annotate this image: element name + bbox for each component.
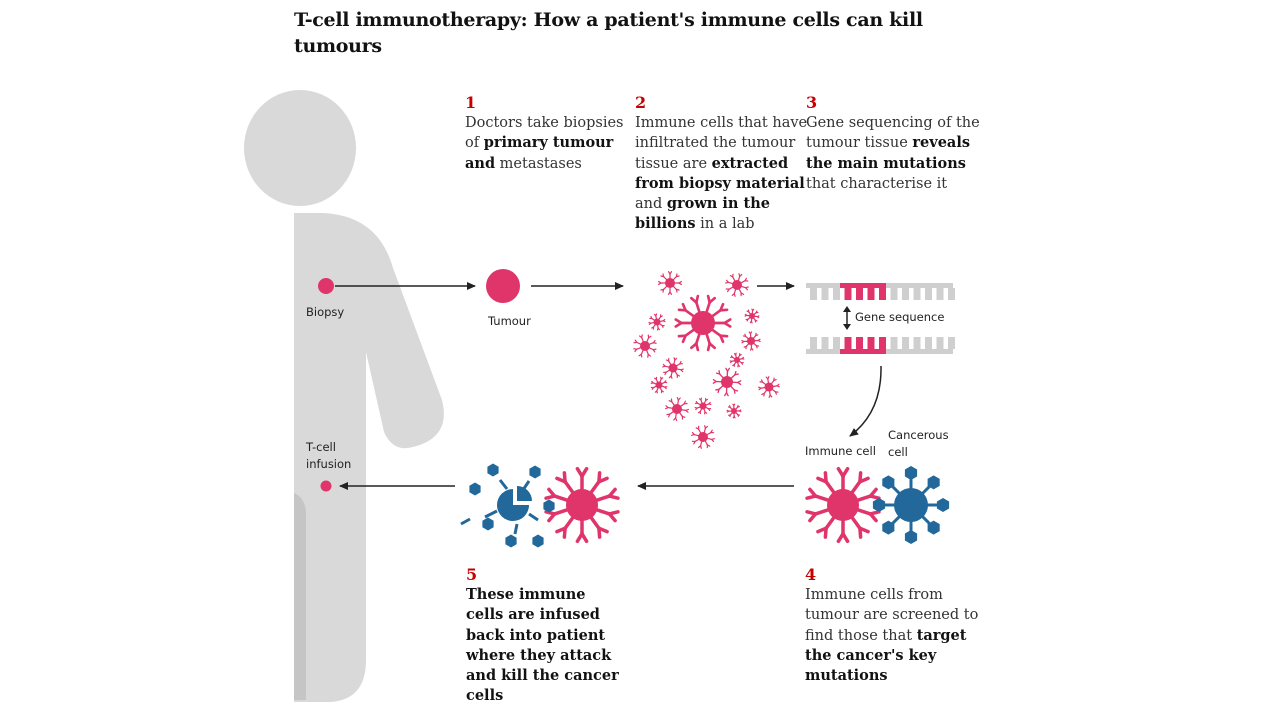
cancer-fragment-spike — [484, 509, 498, 519]
step-text-segment: metastases — [495, 155, 582, 172]
step-text-segment: target the cancer's key mutations — [805, 626, 967, 685]
small-immune-cell — [725, 273, 749, 297]
step-3-number: 3 — [806, 93, 818, 112]
small-immune-cell — [664, 396, 690, 422]
dna-strand — [806, 283, 955, 300]
step-2-number: 2 — [635, 93, 647, 112]
cancer-fragment — [482, 517, 494, 531]
cancer-fragment-spike — [528, 512, 539, 522]
gene-sequence-double-arrow — [843, 306, 851, 330]
step-2-text: Immune cells that have infiltrated the t… — [635, 113, 810, 235]
cancer-fragment — [505, 534, 517, 548]
immune-cell-screening — [805, 466, 881, 544]
diagram-title: T-cell immunotherapy: How a patient's im… — [294, 9, 923, 57]
label-biopsy: Biopsy — [306, 305, 345, 319]
small-immune-cell — [729, 352, 745, 368]
step-text-segment: that characterise it — [806, 175, 948, 192]
label-immune-cell: Immune cell — [805, 444, 876, 458]
step-text-segment: Immune cells that have infiltrated the t… — [635, 115, 808, 172]
step-4-text: Immune cells from tumour are screened to… — [805, 585, 980, 686]
step-1-number: 1 — [465, 93, 477, 112]
small-immune-cell — [758, 376, 780, 398]
step-text-segment: Doctors take biopsies of — [465, 115, 624, 152]
step-5: 5 These immune cells are infused back in… — [466, 565, 626, 707]
attack-cells — [460, 463, 620, 548]
step-text-segment: and — [635, 196, 667, 213]
step-text-segment: primary tumour and — [465, 134, 614, 172]
small-immune-cell — [658, 271, 682, 295]
dna-strand — [806, 337, 955, 354]
step-1: 1 Doctors take biopsies of primary tumou… — [465, 93, 640, 174]
step-text-segment: in a lab — [695, 216, 755, 233]
label-gene-sequence: Gene sequence — [855, 310, 945, 324]
tcell-infusion-dot — [320, 480, 332, 492]
small-immune-cell — [650, 376, 668, 394]
tumour-cell — [486, 269, 520, 303]
small-immune-cell — [633, 334, 657, 358]
cancer-fragment-spike — [521, 480, 531, 491]
screening-cells — [805, 466, 950, 544]
step-text-segment: Gene sequencing of the tumour tissue — [806, 115, 980, 152]
step-5-number: 5 — [466, 565, 478, 584]
cancer-fragment-spike — [498, 479, 509, 490]
cancer-fragment — [487, 463, 499, 477]
cancer-fragment-spike — [460, 517, 471, 526]
label-tcell-infusion: T-cell infusion — [306, 440, 352, 471]
step-2: 2 Immune cells that have infiltrated the… — [635, 93, 810, 235]
cancer-cell-broken — [497, 486, 532, 521]
step-text-segment: extracted from biopsy material — [635, 154, 805, 192]
small-immune-cell — [694, 397, 712, 415]
small-immune-cell — [726, 403, 742, 419]
step-3-text: Gene sequencing of the tumour tissue rev… — [806, 113, 981, 194]
large-immune-cell — [674, 294, 732, 352]
arrow-sequence-to-screening — [849, 365, 882, 437]
small-immune-cell — [712, 367, 742, 397]
cancer-fragment — [543, 499, 555, 513]
cancer-fragment-spike — [513, 523, 519, 535]
small-immune-cell — [744, 308, 760, 324]
gene-sequence-strands — [806, 283, 955, 354]
step-3: 3 Gene sequencing of the tumour tissue r… — [806, 93, 981, 194]
step-text-segment: reveals the main mutations — [806, 134, 970, 172]
cancer-fragment — [529, 465, 541, 479]
immune-cell-attacking — [544, 466, 620, 544]
step-text-segment: These immune cells are infused back into… — [466, 586, 619, 705]
label-cancerous-cell: Cancerous cell — [888, 428, 949, 459]
small-immune-cell — [662, 357, 684, 379]
step-text-segment: Immune cells from tumour are screened to… — [805, 587, 979, 644]
step-4-number: 4 — [805, 565, 817, 584]
step-4: 4 Immune cells from tumour are screened … — [805, 565, 980, 686]
small-immune-cell — [741, 331, 761, 351]
patient-silhouette — [244, 90, 444, 702]
cancer-fragment — [469, 482, 481, 496]
small-immune-cell — [648, 313, 666, 331]
immune-cell-cluster — [633, 271, 780, 449]
step-5-text: These immune cells are infused back into… — [466, 585, 626, 707]
cancer-fragment — [532, 534, 544, 548]
step-text-segment: grown in the billions — [635, 195, 770, 233]
cancerous-cell-screening — [872, 466, 950, 544]
step-1-text: Doctors take biopsies of primary tumour … — [465, 113, 640, 174]
label-tumour: Tumour — [488, 314, 531, 328]
small-immune-cell — [691, 425, 715, 449]
biopsy-dot — [318, 278, 334, 294]
